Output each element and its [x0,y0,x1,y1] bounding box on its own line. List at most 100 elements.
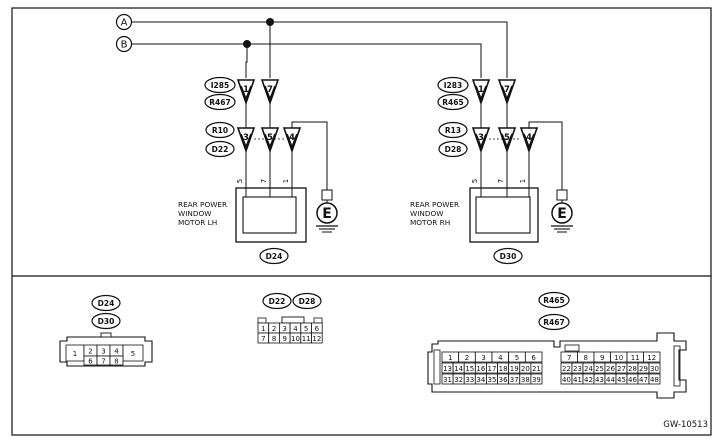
right-upper-connector-tag: I283 [444,81,462,90]
harness-connector-tag: R467 [543,318,564,327]
harness-pin: 9 [600,354,604,362]
harness-pin: 17 [488,365,497,373]
door-pin: 1 [261,325,265,333]
motor-connector-view: D24 D30 1 2 3 4 5 6 7 8 [59,294,153,367]
motor-pin: 4 [114,348,119,356]
harness-pin: 11 [631,354,640,362]
motor-pin: 3 [101,348,105,356]
door-pin-cell [311,332,323,344]
left-wire-pin: 1 [282,179,290,183]
door-pin: 2 [272,325,276,333]
harness-pin: 47 [639,376,648,384]
door-connector-tag: D28 [299,297,316,306]
left-lower-pin: 3 [243,133,249,143]
harness-pin: 41 [573,376,582,384]
left-motor-circuit: I285 R467 1 7 R10 D22 3 5 4 5 7 1 [178,76,338,265]
harness-pin: 40 [562,376,571,384]
motor-pin: 1 [73,350,77,358]
motor-pin: 7 [101,358,105,366]
left-lower-pin: 5 [267,133,273,143]
harness-pin-cell [648,373,661,385]
right-wire-pin: 5 [471,179,479,183]
harness-pin: 21 [532,365,541,373]
harness-pin: 10 [614,354,623,362]
harness-pin-cell [524,351,543,363]
bus-a: A [115,13,508,78]
harness-pin: 33 [465,376,474,384]
harness-pin: 24 [584,365,593,373]
right-lower-pin: 3 [478,133,484,143]
left-motor-label-line: MOTOR LH [178,218,217,227]
harness-pin: 34 [476,376,485,384]
right-motor-label-line: WINDOW [410,209,443,218]
door-pin: 12 [312,335,321,343]
door-pin: 9 [283,335,287,343]
bus-a-label: A [121,18,128,29]
motor-connector-tag: D24 [98,299,115,308]
right-motor-label-line: MOTOR RH [410,218,450,227]
right-upper-connector-tag: R465 [442,98,463,107]
bus-b: B [115,35,482,78]
harness-pin: 18 [499,365,508,373]
door-pin: 6 [315,325,320,333]
left-motor-label-line: WINDOW [178,209,211,218]
harness-connector-tag: R465 [543,296,564,305]
harness-pin: 20 [521,365,530,373]
right-motor-circuit: I283 R465 1 7 R13 D28 3 5 4 5 7 1 [410,76,573,265]
right-lower-pin: 5 [504,133,510,143]
harness-pin: 44 [606,376,615,384]
right-motor-connector-tag: D30 [500,252,517,261]
left-lower-pin: 4 [289,133,295,143]
harness-pin: 22 [562,365,571,373]
harness-pin: 43 [595,376,604,384]
left-wire-pin: 7 [260,179,268,183]
harness-pin: 25 [595,365,604,373]
right-ground-symbol: E [557,206,567,222]
motor-connector-tag: D30 [98,317,115,326]
harness-pin-cell [530,362,543,374]
motor-pin: 8 [114,358,118,366]
diagram-frame [11,7,712,436]
harness-pin: 15 [465,365,474,373]
harness-pin: 28 [628,365,637,373]
harness-pin: 48 [650,376,659,384]
harness-pin: 36 [499,376,508,384]
harness-pin: 42 [584,376,593,384]
door-pin: 11 [302,335,311,343]
harness-pin: 16 [476,365,485,373]
left-upper-pin: 1 [243,85,249,95]
harness-pin: 8 [584,354,588,362]
harness-pin: 12 [647,354,656,362]
door-pin: 4 [293,325,298,333]
right-wire-pin: 7 [497,179,505,183]
left-lower-connector-tag: R10 [212,126,228,135]
harness-pin-cell [643,351,661,363]
harness-pin: 7 [567,354,571,362]
harness-pin: 46 [628,376,637,384]
harness-pin: 5 [515,354,519,362]
door-connector-tag: D22 [269,297,286,306]
harness-pin: 38 [521,376,530,384]
left-motor-label-line: REAR POWER [178,200,227,209]
door-pin: 8 [272,335,276,343]
right-motor-label-line: REAR POWER [410,200,459,209]
harness-pin: 29 [639,365,648,373]
left-upper-connector-tag: R467 [209,98,230,107]
door-pin: 3 [283,325,287,333]
motor-pin: 6 [88,358,93,366]
right-wire-pin: 1 [519,179,527,183]
harness-pin: 27 [617,365,626,373]
harness-pin: 32 [454,376,463,384]
right-lower-connector-tag: D28 [445,145,462,154]
harness-pin: 45 [617,376,626,384]
harness-pin: 39 [532,376,541,384]
left-wire-pin: 5 [236,179,244,183]
harness-pin: 37 [510,376,519,384]
left-upper-pin: 7 [267,85,273,95]
harness-pin: 3 [481,354,485,362]
harness-pin: 23 [573,365,582,373]
